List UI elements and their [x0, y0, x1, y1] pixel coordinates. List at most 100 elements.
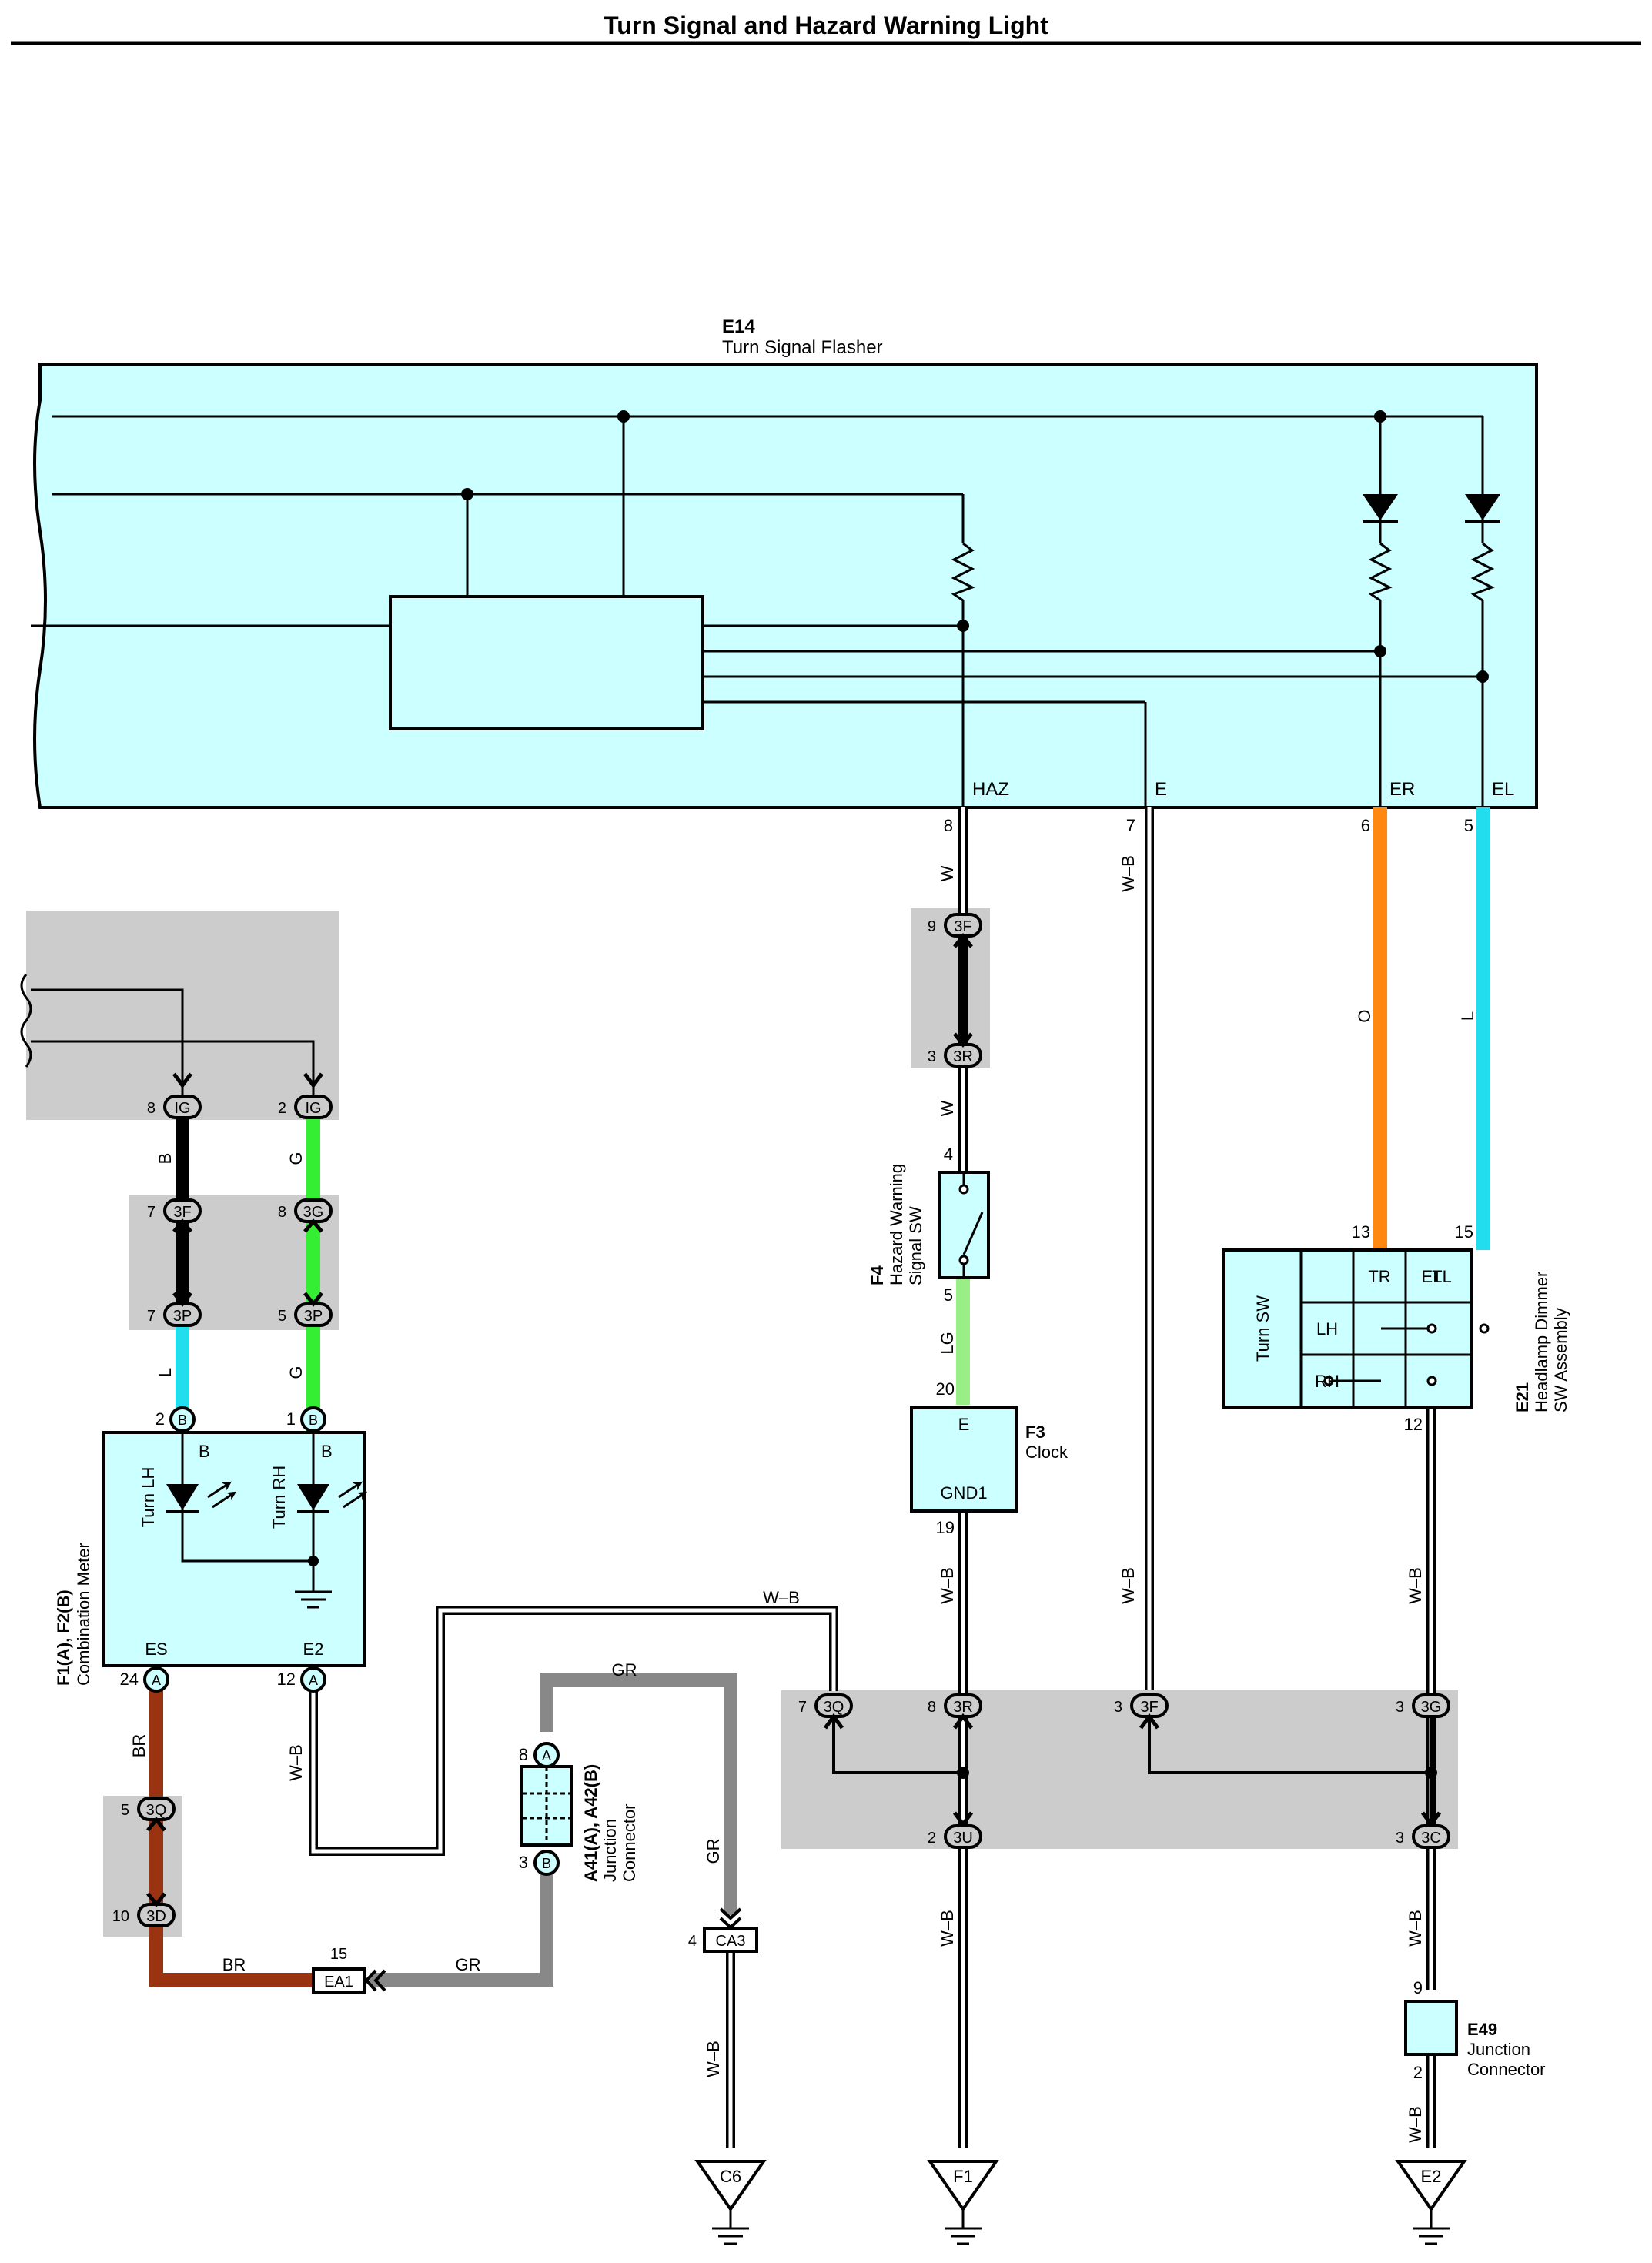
- svg-text:8: 8: [278, 1204, 286, 1221]
- svg-text:F4: F4: [868, 1265, 887, 1285]
- svg-text:SW Assembly: SW Assembly: [1551, 1308, 1570, 1412]
- svg-text:2: 2: [1413, 2063, 1423, 2082]
- e14-code: E14: [722, 316, 755, 337]
- svg-text:GR: GR: [456, 1955, 481, 1974]
- svg-text:RH: RH: [1315, 1372, 1339, 1391]
- svg-text:IG: IG: [305, 1100, 321, 1117]
- svg-text:3: 3: [519, 1853, 528, 1872]
- svg-text:8: 8: [519, 1745, 528, 1764]
- svg-text:L: L: [156, 1368, 175, 1377]
- e14-turn-signal-flasher: E14 Turn Signal Flasher: [31, 316, 1538, 835]
- svg-text:B: B: [156, 1153, 175, 1165]
- svg-text:3Q: 3Q: [146, 1802, 167, 1819]
- svg-text:F1(A), F2(B): F1(A), F2(B): [54, 1589, 73, 1686]
- svg-text:9: 9: [928, 918, 936, 935]
- svg-text:3: 3: [1396, 1830, 1404, 1847]
- svg-text:A: A: [542, 1748, 551, 1763]
- connector-ig8: IG8: [147, 1095, 202, 1119]
- connector-3p-right: 3P 5: [278, 1302, 333, 1327]
- meter-pin-e2: A 12: [277, 1666, 326, 1693]
- svg-text:E2: E2: [1421, 2167, 1442, 2186]
- svg-text:CA3: CA3: [716, 1933, 746, 1950]
- wire-labels: W W–B O L W LG W–B W–B W–B B G L G BR W–…: [129, 855, 1477, 2143]
- connector-3g-left: 3G8: [278, 1198, 333, 1223]
- svg-text:O: O: [1355, 1009, 1374, 1022]
- page-title: Turn Signal and Hazard Warning Light: [604, 12, 1048, 39]
- svg-text:3G: 3G: [1421, 1699, 1442, 1716]
- svg-text:9: 9: [1413, 1978, 1423, 1997]
- bus-dots: [957, 1767, 1437, 1779]
- svg-text:B: B: [178, 1412, 187, 1428]
- svg-text:12: 12: [277, 1670, 296, 1689]
- connector-3c: 3C3: [1396, 1824, 1450, 1849]
- e14-term-er: ER: [1389, 779, 1415, 800]
- connector-3f-right: 3F3: [1114, 1693, 1169, 1718]
- svg-text:3F: 3F: [1140, 1699, 1158, 1716]
- a41-pin-b: B3: [519, 1850, 560, 1876]
- svg-text:W–B: W–B: [1119, 1567, 1138, 1604]
- svg-text:TR: TR: [1368, 1267, 1390, 1286]
- ground-e2: E2: [1395, 2160, 1467, 2245]
- f4-hazard-switch: 4 5 F4 Hazard Warning Signal SW: [868, 1145, 990, 1305]
- svg-text:W–B: W–B: [1406, 1567, 1425, 1604]
- connector-3q-left: 3Q5: [121, 1797, 176, 1821]
- svg-text:A: A: [309, 1673, 318, 1688]
- svg-text:B: B: [321, 1442, 333, 1461]
- svg-text:19: 19: [936, 1518, 955, 1537]
- svg-text:W–B: W–B: [1406, 2106, 1425, 2143]
- svg-text:F3: F3: [1025, 1422, 1045, 1442]
- svg-text:W–B: W–B: [286, 1744, 306, 1781]
- f1-combination-meter: B B Turn LH Turn RH ES E2 F1(A), F2(B) C…: [54, 1406, 368, 1693]
- svg-text:B: B: [309, 1412, 318, 1428]
- svg-text:Turn SW: Turn SW: [1253, 1295, 1272, 1362]
- svg-text:3P: 3P: [304, 1308, 323, 1325]
- svg-text:W–B: W–B: [938, 1567, 957, 1604]
- e14-pin-el: 5: [1464, 816, 1473, 835]
- svg-text:3D: 3D: [146, 1908, 166, 1925]
- e14-pin-e: 7: [1126, 816, 1135, 835]
- e14-pin-haz: 8: [944, 816, 953, 835]
- svg-text:W–B: W–B: [763, 1588, 800, 1607]
- svg-text:3R: 3R: [953, 1699, 973, 1716]
- e21-headlamp-dimmer-sw: Turn SW TR EL TL LH RH 13 15 12 E21 Head…: [1222, 1222, 1570, 1434]
- e14-term-haz: HAZ: [972, 779, 1009, 800]
- junction-block-groups: [26, 908, 1458, 1937]
- svg-text:E2: E2: [303, 1640, 324, 1659]
- e14-term-e: E: [1155, 779, 1167, 800]
- svg-text:BR: BR: [129, 1734, 149, 1758]
- svg-text:F1: F1: [953, 2167, 973, 2186]
- connector-3u: 3U2: [928, 1824, 982, 1849]
- svg-text:1: 1: [286, 1409, 296, 1429]
- svg-text:8: 8: [928, 1699, 936, 1716]
- e49-junction-connector: 9 2 E49 Junction Connector: [1404, 1978, 1546, 2082]
- svg-text:G: G: [286, 1365, 306, 1379]
- svg-text:Combination Meter: Combination Meter: [74, 1543, 93, 1686]
- svg-text:12: 12: [1404, 1415, 1423, 1434]
- svg-text:GR: GR: [704, 1839, 723, 1864]
- svg-text:15: 15: [1455, 1222, 1473, 1242]
- meter-pin-rh: B1: [286, 1406, 326, 1432]
- connector-3q-right: 3Q7: [798, 1693, 853, 1718]
- svg-text:4: 4: [944, 1145, 953, 1164]
- svg-text:G: G: [286, 1152, 306, 1165]
- svg-text:ES: ES: [145, 1640, 167, 1659]
- svg-text:EA1: EA1: [324, 1974, 353, 1991]
- svg-text:EL: EL: [1422, 1267, 1443, 1286]
- svg-text:L: L: [1458, 1011, 1477, 1021]
- svg-text:2: 2: [156, 1409, 165, 1429]
- svg-text:B: B: [199, 1442, 210, 1461]
- svg-text:13: 13: [1352, 1222, 1370, 1242]
- svg-text:Connector: Connector: [1467, 2060, 1546, 2079]
- f3-clock: E GND1 20 19 F3 Clock: [910, 1379, 1068, 1537]
- svg-text:5: 5: [278, 1308, 286, 1325]
- a41-pin-a: A8: [519, 1742, 560, 1768]
- svg-text:3F: 3F: [173, 1204, 191, 1221]
- svg-text:E49: E49: [1467, 2020, 1497, 2039]
- svg-text:LH: LH: [1316, 1319, 1338, 1339]
- connector-ig2: IG 2: [278, 1095, 333, 1119]
- ground-f1: F1: [927, 2160, 999, 2245]
- svg-text:2: 2: [278, 1100, 286, 1117]
- svg-text:3: 3: [1396, 1699, 1404, 1716]
